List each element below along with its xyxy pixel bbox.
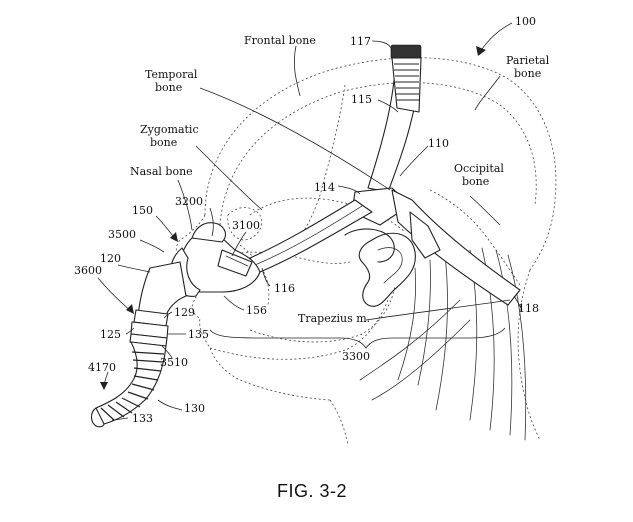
ear <box>358 232 416 307</box>
label-occipital-1: Occipital <box>454 162 504 175</box>
leader-lines <box>97 22 523 421</box>
label-occipital-2: bone <box>462 175 489 188</box>
label-133: 133 <box>132 412 153 425</box>
head-outline <box>204 57 557 271</box>
label-3100: 3100 <box>232 219 260 232</box>
rear-clip <box>409 211 441 259</box>
figure-caption: FIG. 3-2 <box>277 481 347 501</box>
tube-corrugations <box>100 351 165 421</box>
zygomatic-arch <box>227 251 351 264</box>
neck-back <box>517 269 541 441</box>
label-129: 129 <box>174 306 195 319</box>
label-3600: 3600 <box>74 264 102 277</box>
jaw-line <box>209 299 389 360</box>
label-117: 117 <box>350 35 371 48</box>
mask-clip-slot <box>225 255 249 267</box>
lambdoid-suture <box>429 189 521 286</box>
bracket-3300 <box>209 327 506 349</box>
neck-front <box>329 399 349 446</box>
label-135: 135 <box>188 328 209 341</box>
label-116: 116 <box>274 282 295 295</box>
strap-loop <box>344 228 395 263</box>
rear-strap <box>391 189 521 306</box>
label-3200: 3200 <box>175 195 203 208</box>
label-zygomatic-2: bone <box>150 136 177 149</box>
cheek-line <box>239 244 270 306</box>
arrow-heads <box>100 46 486 390</box>
label-110: 110 <box>428 137 449 150</box>
eye-orbit <box>227 207 262 241</box>
temporal-region <box>249 197 406 233</box>
label-100: 100 <box>515 15 536 28</box>
label-frontal-bone: Frontal bone <box>244 34 316 47</box>
coronal-suture <box>284 84 346 256</box>
label-150: 150 <box>132 204 153 217</box>
label-trapezius: Trapezius m. <box>298 312 370 325</box>
label-parietal-2: bone <box>514 67 541 80</box>
side-strap-inner <box>254 205 363 266</box>
label-3500: 3500 <box>108 228 136 241</box>
label-nasal-bone: Nasal bone <box>130 165 193 178</box>
top-adjuster-ridges <box>391 57 422 113</box>
label-3510: 3510 <box>160 356 188 369</box>
label-115: 115 <box>351 93 372 106</box>
label-zygomatic-1: Zygomatic <box>140 123 199 136</box>
label-3300: 3300 <box>342 350 370 363</box>
label-118: 118 <box>518 302 539 315</box>
label-156: 156 <box>246 304 267 317</box>
adjuster-ridges <box>394 63 419 101</box>
label-114: 114 <box>314 181 335 194</box>
mask-top <box>191 222 227 243</box>
label-temporal-2: bone <box>155 81 182 94</box>
label-temporal-1: Temporal <box>145 68 198 81</box>
label-parietal-1: Parietal <box>506 54 550 67</box>
tube-end <box>90 407 105 428</box>
top-adjuster <box>390 44 422 60</box>
ear-inner <box>377 247 403 284</box>
label-125: 125 <box>100 328 121 341</box>
label-4170: 4170 <box>88 361 116 374</box>
mandible <box>249 284 396 343</box>
label-120: 120 <box>100 252 121 265</box>
label-130: 130 <box>184 402 205 415</box>
